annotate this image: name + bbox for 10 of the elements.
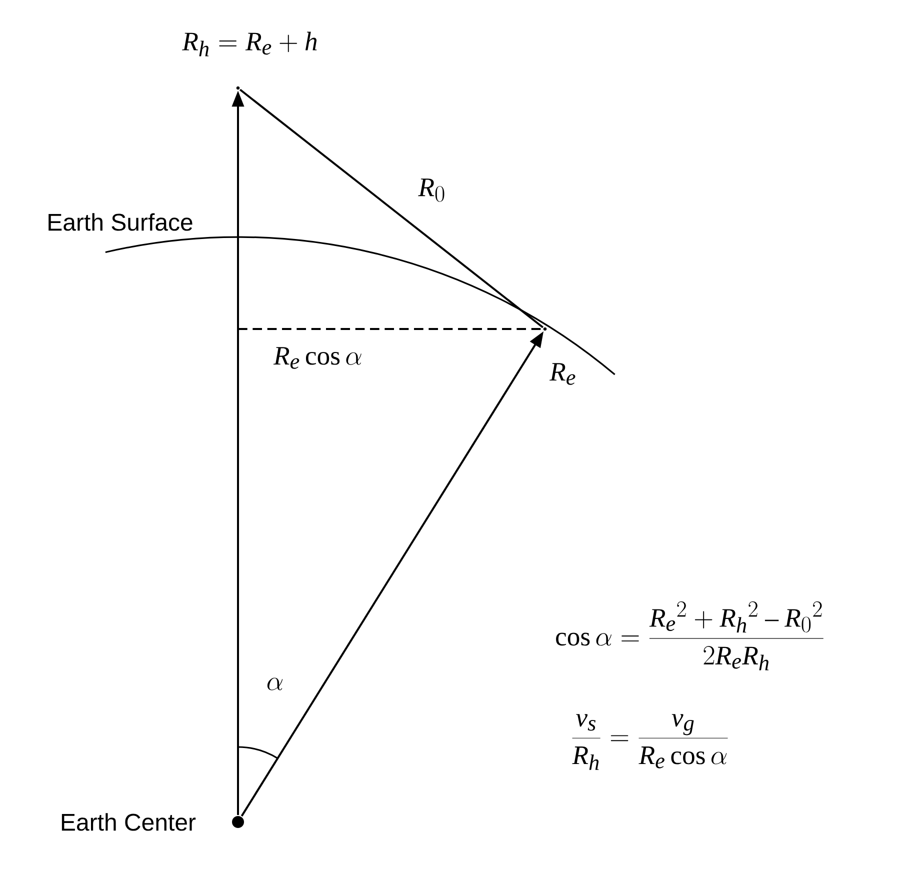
edge-label: $R_e \cos\alpha$ bbox=[273, 347, 362, 369]
surface-label: Earth Surface bbox=[48, 213, 192, 231]
angle-label: $\alpha$ bbox=[267, 678, 283, 690]
formula: $\frac{v_s}{R_h} = \frac{v_g}{R_e\cos\alpha}$ bbox=[572, 714, 728, 770]
edge-label: $R_e$ bbox=[549, 363, 576, 385]
formula: $\cos\alpha = \frac{{R_e}^2 + {R_h}^2 - {R_0}^2}{2R_eR_h}$ bbox=[556, 601, 824, 670]
center-dot bbox=[232, 816, 244, 828]
edge-label: $R_0$ bbox=[418, 178, 444, 202]
node-label: $R_h = R_e + h$ bbox=[182, 32, 317, 56]
node-label: Earth Center bbox=[62, 813, 196, 831]
